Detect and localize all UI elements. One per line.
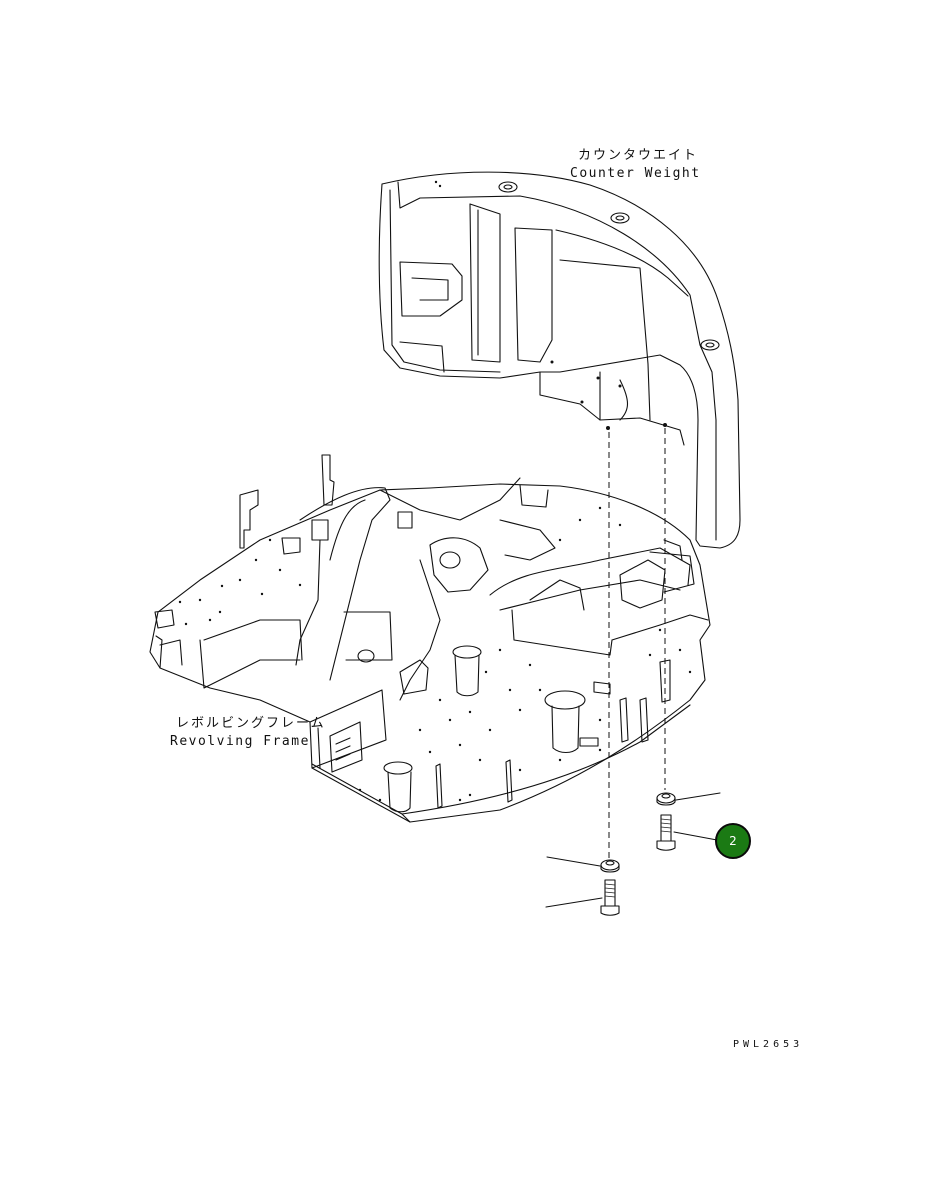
- part-callout-number: 2: [729, 834, 737, 848]
- bolt-part: [600, 879, 620, 916]
- counter-weight-label-jp: カウンタウエイト: [578, 148, 699, 163]
- part-callout-2[interactable]: 2: [715, 823, 751, 859]
- revolving-frame-label: Revolving Frame: [170, 734, 310, 749]
- counter-weight-label: Counter Weight: [570, 166, 701, 181]
- revolving-frame-label-jp: レボルビングフレーム: [176, 716, 326, 731]
- revolving-frame-part: [149, 454, 711, 823]
- counter-weight-part: [378, 171, 741, 549]
- washer-part: [600, 859, 620, 873]
- bolt-part: [656, 814, 676, 851]
- washer-part: [656, 792, 676, 806]
- drawing-number: PWL2653: [733, 1039, 804, 1050]
